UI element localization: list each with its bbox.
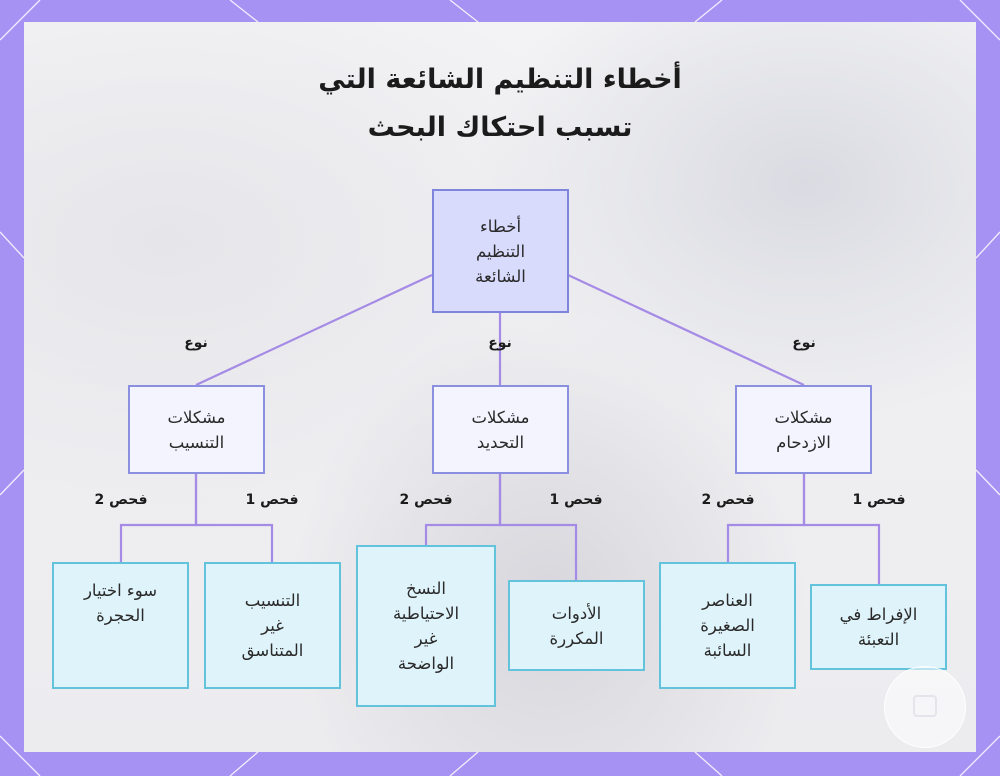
category-node-identification-label: مشكلات التحديد: [471, 405, 529, 455]
category-node-clutter-label: مشكلات الازدحام: [774, 405, 832, 455]
edge-label-type-3: نوع: [792, 335, 816, 351]
leaf-node-inconsistent-placement: التنسيب غير المتناسق: [204, 562, 341, 689]
watermark-badge: [884, 666, 966, 748]
category-node-placement-label: مشكلات التنسيب: [167, 405, 225, 455]
edge-label-type-1: نوع: [184, 335, 208, 351]
leaf-node-overpacking: الإفراط في التعبئة: [810, 584, 947, 670]
category-node-placement: مشكلات التنسيب: [128, 385, 265, 474]
root-node-label: أخطاء التنظيم الشائعة: [475, 214, 526, 289]
leaf-node-inconsistent-placement-label: التنسيب غير المتناسق: [242, 588, 304, 663]
edge-label-check-1-clutter: فحص 1: [853, 492, 906, 508]
edge-root-placement: [196, 275, 432, 385]
leaf-node-unclear-backups-label: النسخ الاحتياطية غير الواضحة: [393, 576, 459, 676]
category-node-clutter: مشكلات الازدحام: [735, 385, 872, 474]
leaf-node-poor-bin-choice: سوء اختيار الحجرة: [52, 562, 189, 689]
leaf-node-duplicate-tools-label: الأدوات المكررة: [550, 601, 604, 651]
edge-placement-poorbin: [121, 474, 196, 562]
edge-label-check-2-clutter: فحص 2: [702, 492, 755, 508]
edge-placement-inconsistent: [196, 474, 272, 562]
edge-label-check-1-placement: فحص 1: [246, 492, 299, 508]
edge-ident-backups: [426, 474, 500, 545]
leaf-node-poor-bin-choice-label: سوء اختيار الحجرة: [84, 578, 157, 628]
leaf-node-loose-small-items-label: العناصر الصغيرة السائبة: [700, 588, 755, 663]
leaf-node-overpacking-label: الإفراط في التعبئة: [840, 602, 918, 652]
root-node: أخطاء التنظيم الشائعة: [432, 189, 569, 313]
leaf-node-unclear-backups: النسخ الاحتياطية غير الواضحة: [356, 545, 496, 707]
edge-label-check-2-ident: فحص 2: [400, 492, 453, 508]
leaf-node-duplicate-tools: الأدوات المكررة: [508, 580, 645, 671]
edge-label-type-2: نوع: [488, 335, 512, 351]
edge-label-check-2-placement: فحص 2: [95, 492, 148, 508]
edge-ident-duplicates: [500, 474, 576, 580]
image-icon: [913, 695, 937, 717]
leaf-node-loose-small-items: العناصر الصغيرة السائبة: [659, 562, 796, 689]
edge-root-clutter: [568, 275, 804, 385]
category-node-identification: مشكلات التحديد: [432, 385, 569, 474]
edge-clutter-small: [728, 474, 804, 562]
edge-label-check-1-ident: فحص 1: [550, 492, 603, 508]
edge-clutter-overpack: [804, 474, 879, 584]
